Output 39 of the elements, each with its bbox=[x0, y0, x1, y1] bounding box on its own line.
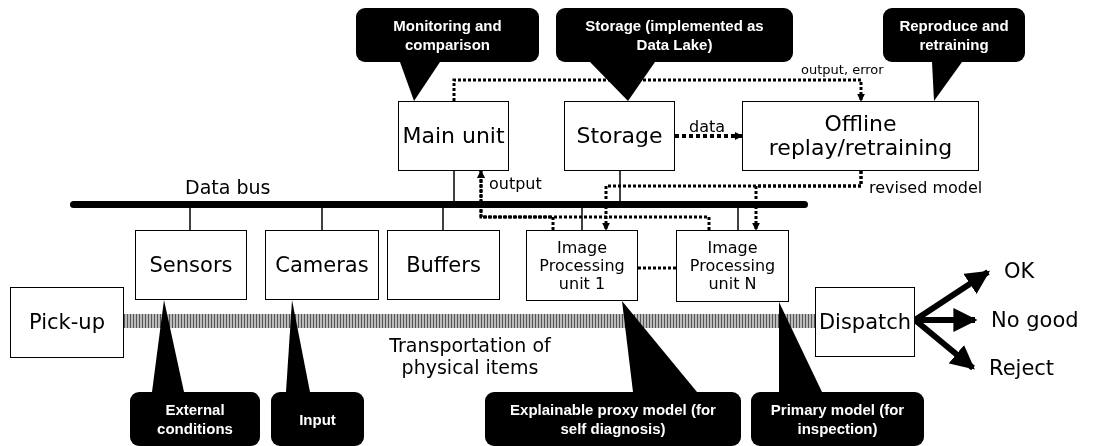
outcome-label: No good bbox=[975, 307, 1079, 333]
bus-connector bbox=[189, 207, 191, 231]
dotted-line bbox=[638, 266, 676, 270]
edge-label: output, error bbox=[800, 62, 885, 77]
station-box: Dispatch bbox=[815, 287, 915, 357]
edge-label: revised model bbox=[868, 180, 984, 195]
callout-pointer bbox=[622, 301, 697, 392]
bus-connector bbox=[442, 207, 444, 231]
callout-pointer bbox=[779, 302, 822, 392]
bus-connector bbox=[453, 170, 455, 202]
outcome-label: OK bbox=[988, 258, 1035, 284]
process-box: Offline replay/retraining bbox=[742, 101, 979, 171]
bus-connector bbox=[321, 207, 323, 231]
callout-pointer bbox=[590, 62, 655, 101]
dashed-arrow bbox=[477, 170, 711, 230]
callout-bubble: Input bbox=[271, 392, 364, 446]
storage-box: Storage bbox=[564, 101, 675, 171]
device-box: Sensors bbox=[135, 230, 247, 300]
dashed-arrow bbox=[675, 132, 743, 140]
callout-pointer bbox=[400, 62, 440, 101]
unit-box: Main unit bbox=[398, 101, 509, 171]
callout-pointer bbox=[932, 62, 962, 101]
outcome-label: Reject bbox=[973, 355, 1055, 381]
bus-connector bbox=[581, 207, 583, 231]
device-box: Cameras bbox=[265, 230, 379, 300]
edge-label: output bbox=[488, 176, 543, 191]
bus-connector bbox=[619, 170, 621, 202]
edge-label: data bbox=[688, 119, 727, 134]
buffer-box: Buffers bbox=[387, 230, 500, 300]
processing-unit-box: Image Processing unit N bbox=[676, 230, 789, 302]
callout-pointer bbox=[152, 300, 184, 392]
callout-pointer bbox=[286, 300, 310, 392]
conveyor-label: Transportation of physical items bbox=[388, 334, 552, 378]
dashed-arrow bbox=[452, 78, 865, 102]
processing-unit-box: Image Processing unit 1 bbox=[526, 230, 638, 301]
bus-connector bbox=[737, 207, 739, 231]
station-box: Pick-up bbox=[10, 287, 124, 358]
bus-label: Data bus bbox=[185, 176, 271, 198]
dashed-arrow bbox=[752, 171, 863, 231]
